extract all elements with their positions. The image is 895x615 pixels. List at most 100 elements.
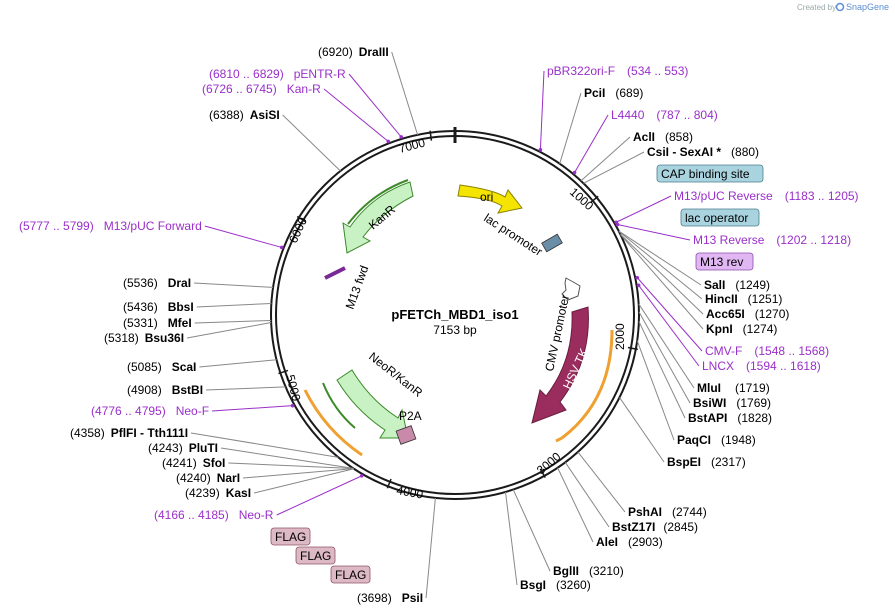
ori-label: ori — [480, 190, 493, 204]
plasmid-name: pFETCh_MBD1_iso1 — [391, 307, 518, 322]
enzyme-row[interactable]: BstZ17I(2845) — [612, 520, 698, 534]
enzyme-leader — [186, 322, 272, 339]
primer-labels: pBR322ori-F(534 .. 553) L4440(787 .. 804… — [19, 64, 859, 522]
primer-label[interactable]: (5777 .. 5799)M13/pUC Forward — [19, 219, 202, 233]
primer-site-marker — [399, 135, 404, 139]
enzyme-row[interactable]: BspEI(2317) — [667, 455, 746, 469]
snapgene-logo-icon — [835, 2, 845, 12]
tick-mark — [296, 215, 307, 223]
enzyme-leader — [620, 234, 704, 330]
primer-leader — [276, 475, 362, 516]
enzyme-row[interactable]: AleI(2903) — [596, 535, 663, 549]
enzyme-row[interactable]: Acc65I(1270) — [706, 307, 789, 321]
tick-mark — [429, 130, 433, 141]
enzyme-row[interactable]: PshAI(2744) — [628, 505, 707, 519]
enzyme-row[interactable]: (6388)AsiSI — [209, 108, 280, 122]
primer-leader — [204, 225, 282, 248]
enzyme-leader — [577, 451, 626, 513]
feature-kanr[interactable]: KanR — [342, 179, 414, 254]
enzyme-leader — [557, 467, 594, 543]
enzyme-leader — [190, 432, 339, 458]
tick-mark — [539, 468, 546, 479]
enzyme-row[interactable]: (4358)PflFI - Tth111I — [70, 426, 188, 440]
enzyme-row[interactable]: (5536)DraI — [123, 276, 191, 290]
boxed-feature-labels: CAP binding site lac operator M13 rev FL… — [270, 164, 764, 584]
enzyme-row[interactable]: BglII(3210) — [553, 564, 624, 578]
enzyme-leader — [505, 491, 518, 586]
tick-mark — [589, 195, 599, 204]
primer-site-marker — [538, 147, 543, 152]
enzyme-row[interactable]: BsiWI(1769) — [693, 396, 771, 410]
primer-label[interactable]: pBR322ori-F(534 .. 553) — [547, 64, 688, 78]
m13-rev-label[interactable]: M13 rev — [700, 255, 743, 269]
flag-label[interactable]: FLAG — [335, 568, 366, 582]
primer-site-marker — [615, 222, 620, 227]
primer-site-marker — [636, 283, 641, 288]
primer-leader — [636, 277, 703, 352]
enzyme-row[interactable]: (4240)NarI — [176, 471, 240, 485]
flag-label[interactable]: FLAG — [275, 530, 306, 544]
tick-label-6000: 6000 — [286, 215, 310, 245]
enzyme-row[interactable]: MluI(1719) — [697, 381, 770, 395]
enzyme-row[interactable]: BstAPI(1828) — [688, 411, 772, 425]
enzyme-row[interactable]: PaqCI(1948) — [677, 433, 756, 447]
primer-label[interactable]: CMV-F(1548 .. 1568) — [705, 344, 829, 358]
primer-site-marker — [572, 170, 577, 175]
enzyme-row[interactable]: (5318)Bsu36I — [104, 331, 184, 345]
lac-operator-label[interactable]: lac operator — [685, 211, 748, 225]
primer-site-marker — [635, 275, 640, 280]
enzyme-row[interactable]: (3698)PsiI — [357, 591, 423, 605]
enzyme-leader — [253, 468, 354, 494]
enzyme-leader — [425, 497, 436, 599]
primer-label[interactable]: (4776 .. 4795)Neo-F — [91, 404, 209, 418]
enzyme-row[interactable]: (6920)DraIII — [318, 45, 389, 59]
lac-promoter-marker — [541, 233, 563, 253]
enzyme-row[interactable]: (4908)BstBI — [127, 383, 203, 397]
enzyme-row[interactable]: CsiI - SexAI *(880) — [647, 145, 759, 159]
enzyme-row[interactable]: KpnI(1274) — [706, 322, 777, 336]
enzyme-leader — [619, 397, 665, 463]
enzyme-row[interactable]: SalI(1249) — [704, 278, 770, 292]
primer-leader — [574, 114, 609, 173]
flag-label[interactable]: FLAG — [300, 549, 331, 563]
enzyme-leader — [391, 51, 419, 135]
credit-brand: SnapGene — [846, 2, 889, 12]
cap-binding-site-label[interactable]: CAP binding site — [661, 167, 750, 181]
primer-leader — [212, 405, 293, 412]
primer-leader — [617, 224, 691, 241]
enzyme-row[interactable]: PciI(689) — [584, 86, 643, 100]
snapgene-credit: Created by SnapGene — [797, 2, 889, 12]
feature-p2a[interactable]: P2A — [395, 409, 422, 445]
p2a-label: P2A — [399, 409, 422, 423]
enzyme-row[interactable]: (5331)MfeI — [123, 316, 192, 330]
primer-label[interactable]: M13 Reverse(1202 .. 1218) — [693, 233, 851, 247]
primer-leader — [616, 195, 672, 223]
primer-label[interactable]: (6726 .. 6745)Kan-R — [202, 82, 321, 96]
orf-arrow-left — [303, 389, 363, 457]
enzyme-row[interactable]: (4243)PluTI — [148, 441, 218, 455]
enzyme-row[interactable]: BsgI(3260) — [520, 578, 591, 592]
tick-mark — [627, 346, 638, 351]
primer-label[interactable]: (6810 .. 6829)pENTR-R — [209, 67, 346, 81]
enzyme-leader — [194, 282, 274, 288]
primer-site-marker — [359, 474, 364, 478]
enzyme-row[interactable]: (5085)ScaI — [127, 360, 196, 374]
tick-label-7000: 7000 — [397, 135, 427, 156]
primer-label[interactable]: LNCX(1594 .. 1618) — [702, 359, 821, 373]
enzyme-leader — [619, 233, 704, 315]
enzyme-row[interactable]: HincII(1251) — [705, 292, 782, 306]
enzyme-row[interactable]: (5436)BbsI — [123, 300, 194, 314]
enzyme-row[interactable]: (4241)SfoI — [162, 456, 225, 470]
tick-label-4000: 4000 — [395, 483, 424, 501]
primer-site-marker — [279, 245, 284, 250]
feature-ori[interactable]: ori — [457, 184, 523, 214]
enzyme-row[interactable]: (4239)KasI — [185, 486, 251, 500]
tick-label-5000: 5000 — [283, 373, 304, 403]
primer-leader — [638, 285, 700, 367]
primer-label[interactable]: (4166 .. 4185)Neo-R — [154, 508, 274, 522]
primer-label[interactable]: M13/pUC Reverse(1183 .. 1205) — [674, 189, 859, 203]
tick-label-2000: 2000 — [613, 323, 627, 350]
primer-label[interactable]: L4440(787 .. 804) — [611, 108, 718, 122]
enzyme-row[interactable]: AclI(858) — [633, 130, 693, 144]
